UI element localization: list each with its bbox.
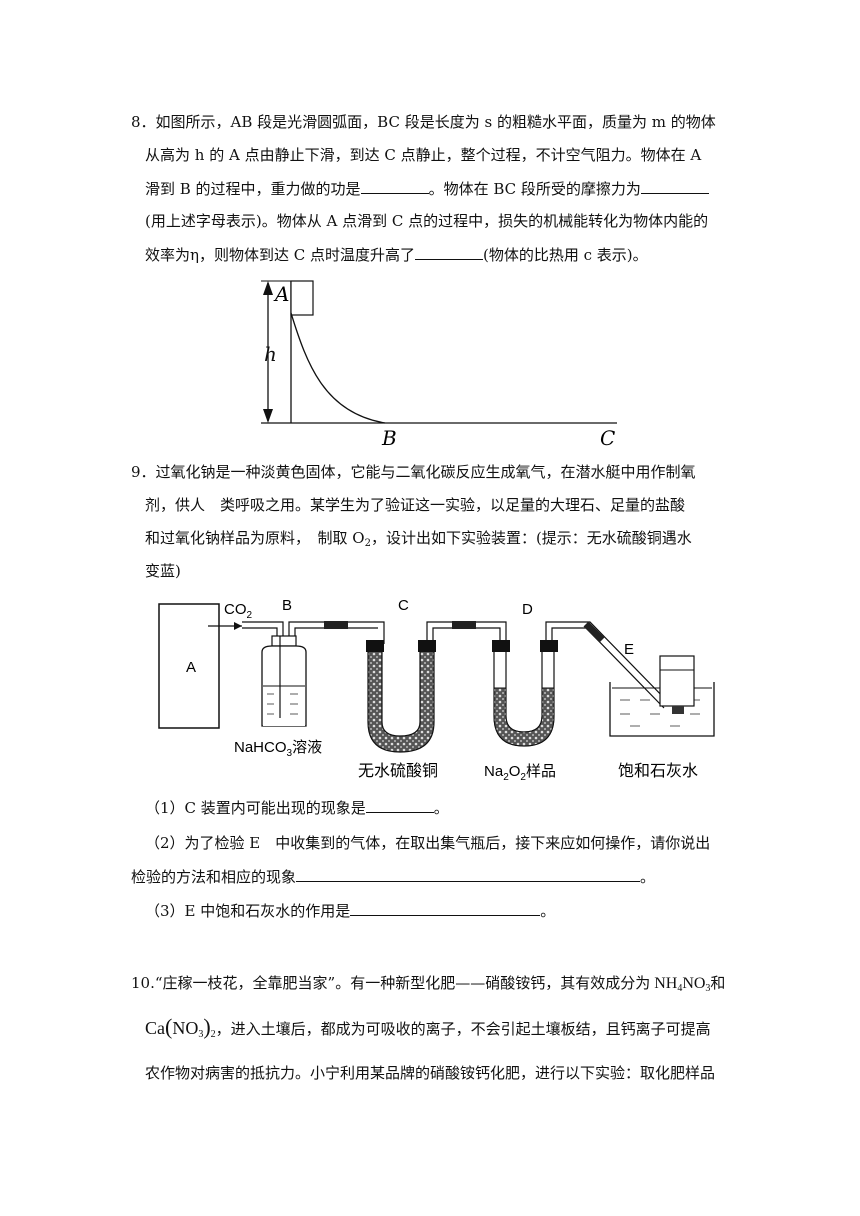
block: [290, 280, 314, 316]
q9-line-2: 剂，供人 类呼吸之用。某学生为了验证这一实验，以足量的大理石、足量的盐酸: [145, 496, 686, 514]
label-limewater: 饱和石灰水: [618, 761, 698, 780]
apparatus-figure: A CO2 B C D E NaHCO3: [158, 597, 715, 783]
q10-line-2-text: ，进入土壤后，都成为可吸收的离子，不会引起土壤板结，且钙离子可提高: [215, 1020, 711, 1038]
q9-part-3-end: 。: [540, 902, 556, 920]
answer-blank-temperature: [415, 243, 484, 260]
q9-part-3: （3）E 中饱和石灰水的作用是 。: [145, 899, 555, 922]
slope-curve: [290, 312, 386, 424]
label-cuso4: 无水硫酸铜: [358, 761, 438, 780]
formula-ca-no3-2: Ca(NO3)2: [145, 1014, 216, 1041]
label-B: B: [381, 426, 397, 450]
d-to-e-tube: [545, 621, 671, 705]
q9-part-1-end: 。: [433, 799, 449, 817]
q9-part-3-text: （3）E 中饱和石灰水的作用是: [145, 902, 351, 920]
u-tube-D-sample: [493, 687, 555, 747]
answer-blank-work: [360, 177, 429, 194]
q8-line-1: 8．如图所示，AB 段是光滑圆弧面，BC 段是长度为 s 的粗糙水平面，质量为 …: [131, 113, 716, 131]
label-C: C: [398, 597, 409, 614]
q9-line-3b: ，设计出如下实验装置：(提示：无水硫酸铜遇水: [370, 529, 692, 547]
q9-part-2: （2）为了检验 E 中收集到的气体，在取出集气瓶后，接下来应如何操作，请你说出: [145, 834, 711, 852]
q9-part-1-text: （1）C 装置内可能出现的现象是: [145, 799, 366, 817]
gas-jar-stand: [672, 706, 684, 714]
label-co2: CO2: [224, 601, 253, 621]
u-tube-C-stopper-left: [366, 640, 384, 652]
label-na2o2: Na2O2样品: [484, 763, 556, 783]
answer-blank-c-phenomenon: [365, 796, 434, 813]
slope-figure: A h B C: [261, 280, 617, 450]
q8-line-3b: 。物体在 BC 段所受的摩擦力为: [428, 180, 641, 198]
q9-part-2-text: 检验的方法和相应的现象: [131, 868, 297, 886]
u-tube-D-stopper-left: [492, 640, 510, 652]
formula-nh4no3: NH4NO3: [654, 975, 711, 994]
bottle-B-liquid-dashes: [267, 693, 298, 715]
q9-line-3: 和过氧化钠样品为原料， 制取 O2，设计出如下实验装置：(提示：无水硫酸铜遇水: [145, 527, 692, 555]
label-h: h: [264, 342, 277, 366]
u-tube-C: [367, 649, 435, 753]
height-arrow-bottom: [263, 409, 273, 423]
q9-line-4: 变蓝): [145, 562, 181, 580]
label-C: C: [600, 426, 615, 450]
q8-line-5b: (物体的比热用 c 表示)。: [483, 246, 648, 264]
answer-blank-limewater: [350, 899, 541, 916]
bottle-B-liquid: [263, 686, 305, 726]
rubber-connector-2: [452, 621, 476, 629]
q10-line-1-end: 和: [710, 974, 726, 992]
b-outlet-tube: [288, 621, 378, 636]
q10-line-2: Ca(NO3)2，进入土壤后，都成为可吸收的离子，不会引起土壤板结，且钙离子可提…: [145, 1016, 711, 1046]
q9-part-2-end: 。: [640, 868, 656, 886]
label-A: A: [186, 659, 196, 676]
q8-line-5: 效率为η，则物体到达 C 点时温度升高了 (物体的比热用 c 表示)。: [145, 243, 648, 266]
d-to-e-tube-inner: [551, 627, 665, 709]
c-to-d-tube-inner: [432, 627, 501, 640]
apparatus-A: [158, 603, 220, 729]
answer-blank-e-test: [296, 865, 641, 882]
q9-part-2-cont: 检验的方法和相应的现象 。: [131, 865, 655, 888]
q8-line-2: 从高为 h 的 A 点由静止下滑，到达 C 点静止，整个过程，不计空气阻力。物体…: [145, 146, 702, 164]
answer-blank-friction: [640, 177, 709, 194]
label-nahco3: NaHCO3溶液: [234, 739, 322, 759]
q10-line-1-text: 10.“庄稼一枝花，全靠肥当家”。有一种新型化肥——硝酸铵钙，其有效成分为: [131, 974, 651, 992]
c-inlet-tube: [378, 621, 385, 644]
gas-jar: [659, 655, 695, 707]
u-tube-D-stopper-right: [540, 640, 558, 652]
height-arrow-top: [263, 281, 273, 295]
label-D: D: [522, 601, 533, 618]
q10-line-3: 农作物对病害的抵抗力。小宁利用某品牌的硝酸铵钙化肥，进行以下实验：取化肥样品: [145, 1064, 716, 1082]
label-A: A: [273, 282, 289, 306]
q8-line-5a: 效率为η，则物体到达 C 点时温度升高了: [145, 246, 416, 264]
q8-line-3a: 滑到 B 的过程中，重力做的功是: [145, 180, 361, 198]
trough-water-dashes: [620, 699, 700, 727]
rubber-connector-3: [583, 621, 605, 643]
trough-E: [609, 682, 715, 737]
rubber-connector-1: [324, 621, 348, 629]
u-tube-C-stopper-right: [418, 640, 436, 652]
label-B: B: [282, 597, 292, 614]
q8-line-4: (用上述字母表示)。物体从 A 点滑到 C 点的过程中，损失的机械能转化为物体内…: [145, 212, 709, 230]
q8-line-3: 滑到 B 的过程中，重力做的功是 。物体在 BC 段所受的摩擦力为: [145, 177, 709, 200]
q9-line-3-sub: 2: [364, 538, 371, 549]
bottle-B-neck: [271, 635, 297, 647]
label-E: E: [624, 641, 634, 658]
q9-line-3a: 和过氧化钠样品为原料， 制取 O: [145, 529, 365, 547]
b-outlet-tube-inner: [294, 627, 378, 636]
co2-arrow-head: [234, 622, 242, 630]
q9-line-1: 9．过氧化钠是一种淡黄色固体，它能与二氧化碳反应生成氧气，在潜水艇中用作制氧: [131, 463, 696, 481]
q9-part-1: （1）C 装置内可能出现的现象是 。: [145, 796, 449, 819]
